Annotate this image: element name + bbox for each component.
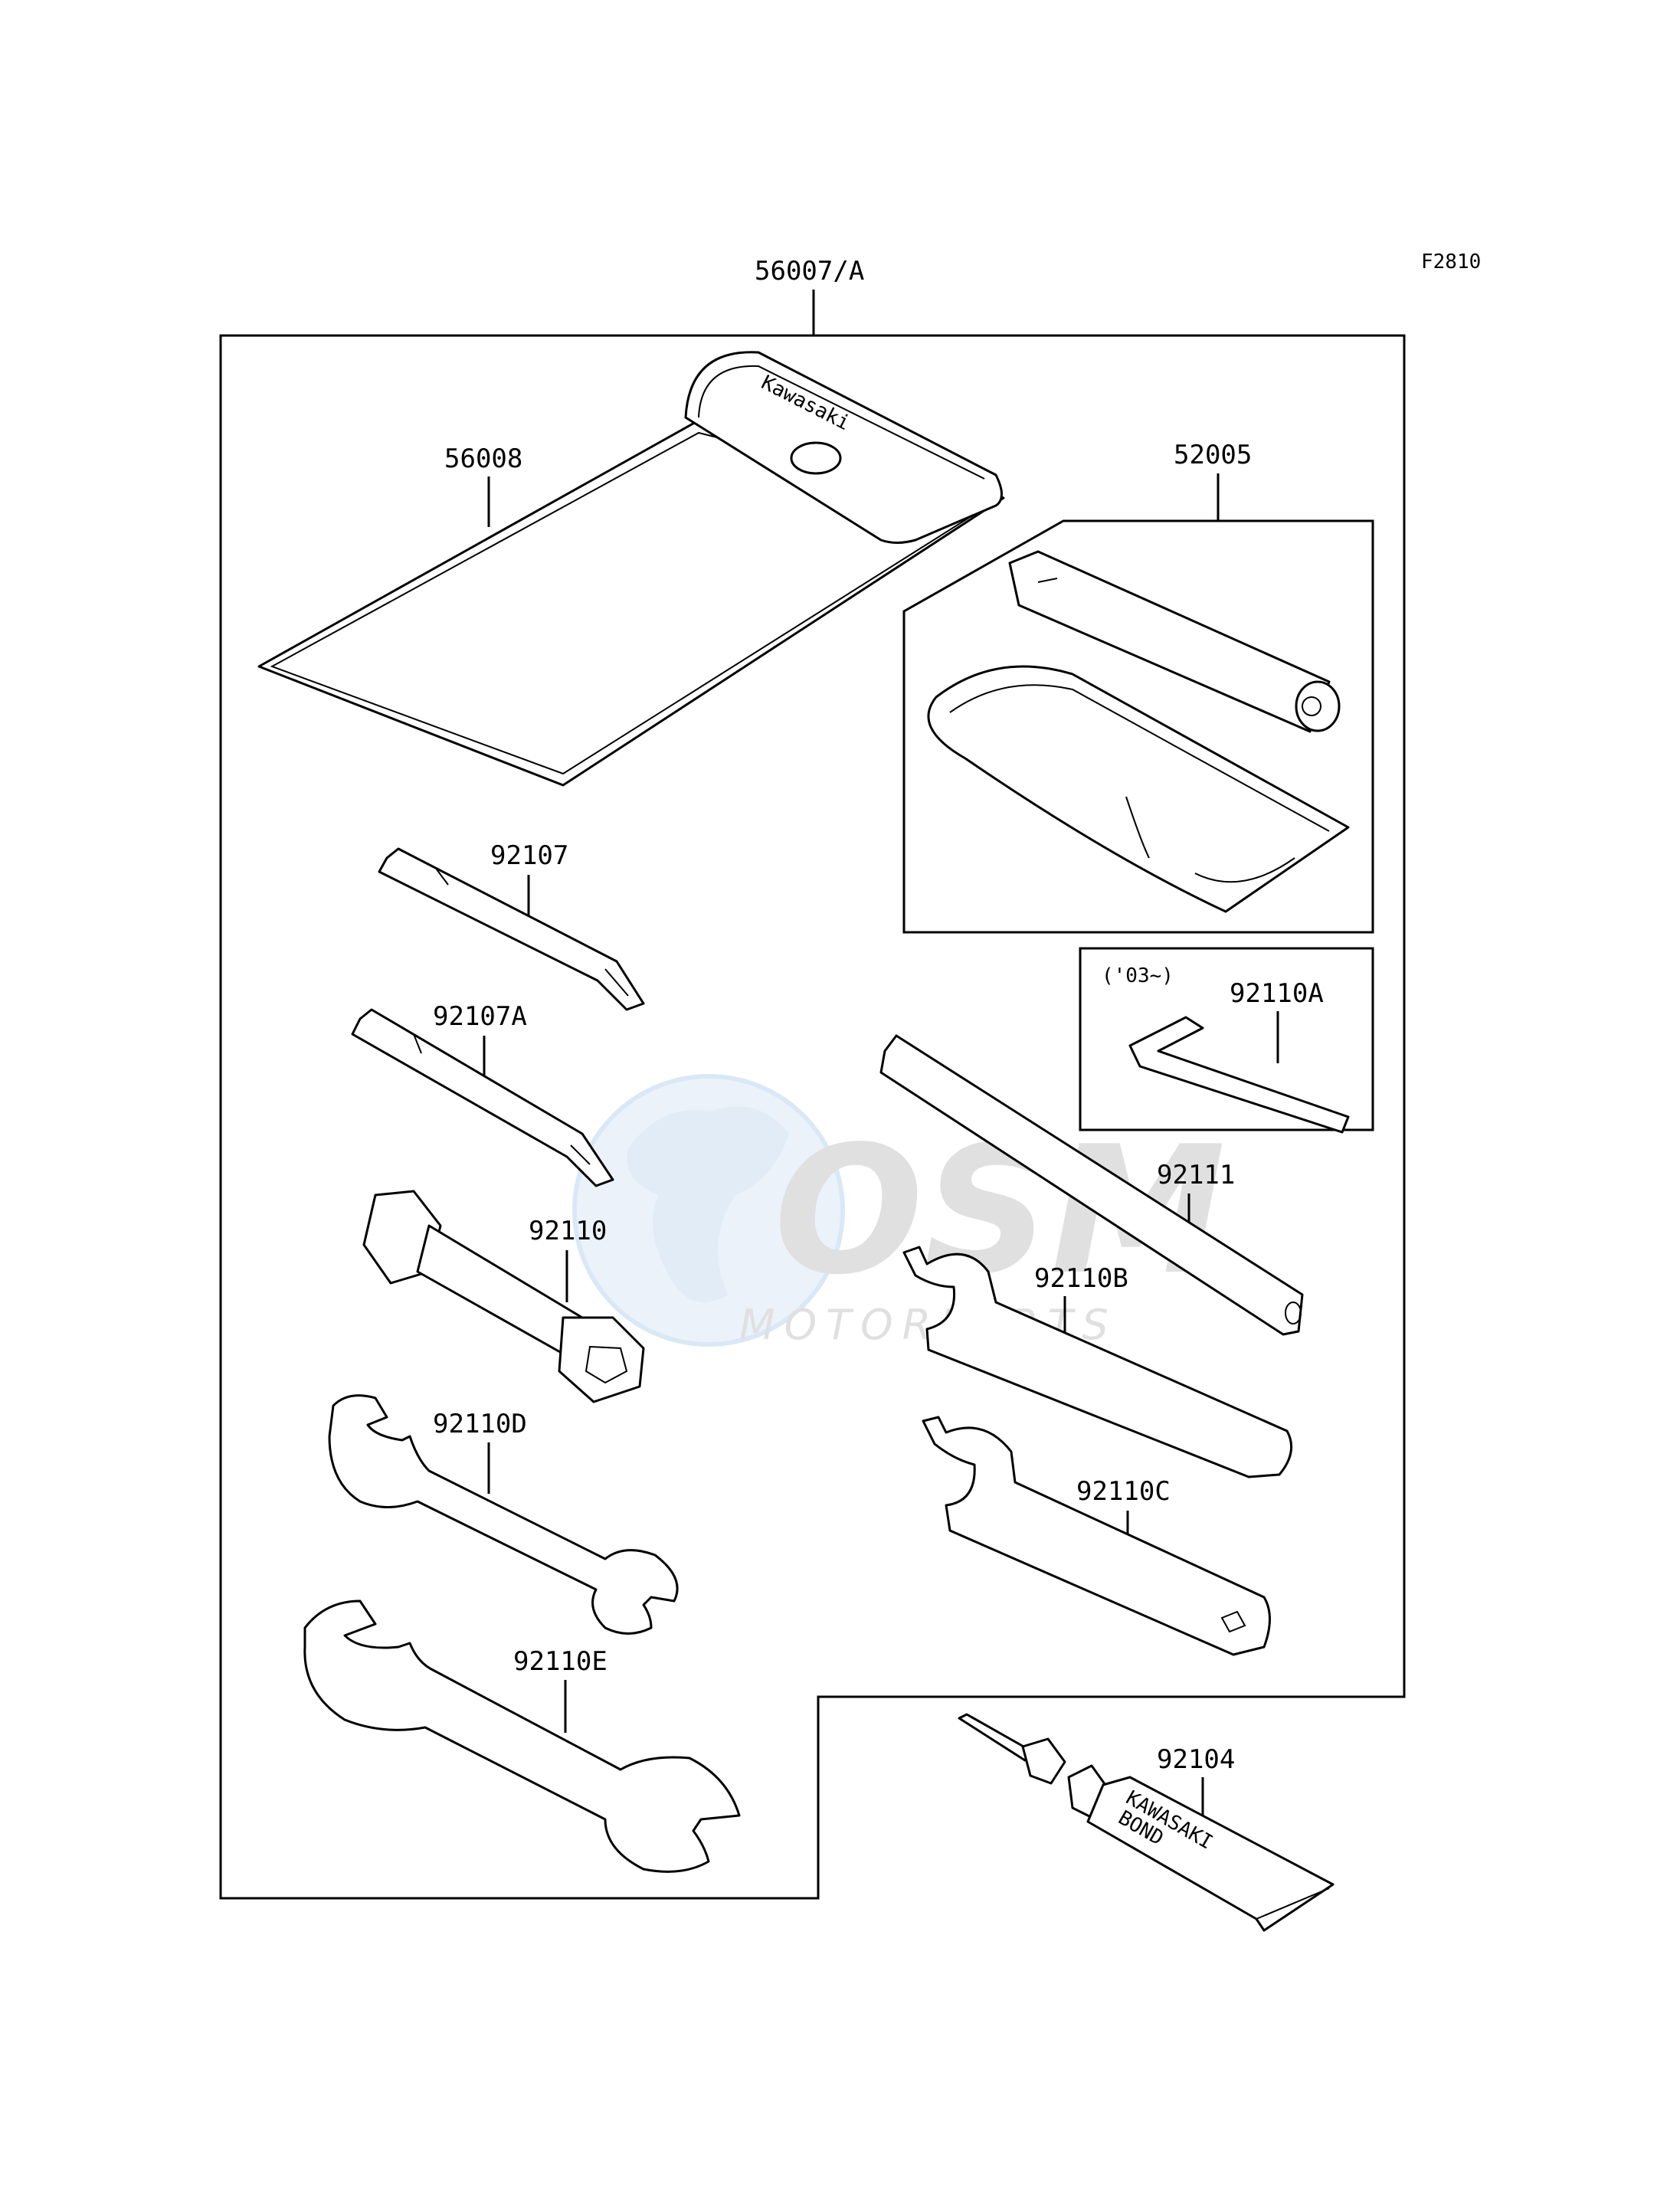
hex-key-icon: [1128, 1016, 1350, 1134]
label-52005: 52005: [1174, 440, 1252, 470]
driver-92107A-icon: [351, 1008, 614, 1187]
hook-wrench-c-icon: [922, 1416, 1271, 1656]
label-92110: 92110: [529, 1216, 607, 1246]
label-56007A: 56007/A: [755, 256, 864, 286]
label-92110C: 92110C: [1076, 1476, 1171, 1507]
open-wrench-d-icon: [328, 1394, 679, 1635]
label-92110A: 92110A: [1230, 978, 1324, 1009]
kit-frame: [219, 334, 1406, 1900]
hexkey-box: [1079, 947, 1374, 1131]
figure-code: F2810: [1421, 250, 1481, 273]
driver-92107-icon: [378, 847, 645, 1011]
label-92110E: 92110E: [513, 1646, 607, 1677]
driver-92107A-detail-icon: [413, 1033, 591, 1165]
label-92111: 92111: [1157, 1160, 1235, 1190]
hook-c-hole-icon: [1220, 1610, 1246, 1633]
label-92107A: 92107A: [433, 1001, 527, 1032]
pump-icon: [1008, 550, 1341, 733]
tool-pouch-icon: Kawasaki: [257, 351, 1005, 787]
label-92104: 92104: [1157, 1744, 1235, 1775]
hexkey-note: ('03~): [1102, 964, 1174, 987]
driver-92107-detail-icon: [436, 869, 629, 997]
bar-end-icon: [1285, 1302, 1302, 1324]
plug-wrench-icon: [362, 1190, 645, 1403]
label-92110B: 92110B: [1034, 1263, 1128, 1294]
hook-wrench-b-icon: [902, 1246, 1293, 1478]
label-92110D: 92110D: [433, 1409, 527, 1439]
pump-bag-icon: [927, 665, 1350, 913]
label-56008: 56008: [444, 444, 522, 474]
label-92107: 92107: [490, 840, 568, 871]
open-wrench-e-icon: [303, 1599, 741, 1873]
pump-box: [902, 519, 1374, 934]
bar-icon: [879, 1034, 1304, 1336]
bond-tube-icon: KAWASAKI BOND: [958, 1713, 1335, 1932]
watermark-continents-icon: [627, 1106, 789, 1302]
